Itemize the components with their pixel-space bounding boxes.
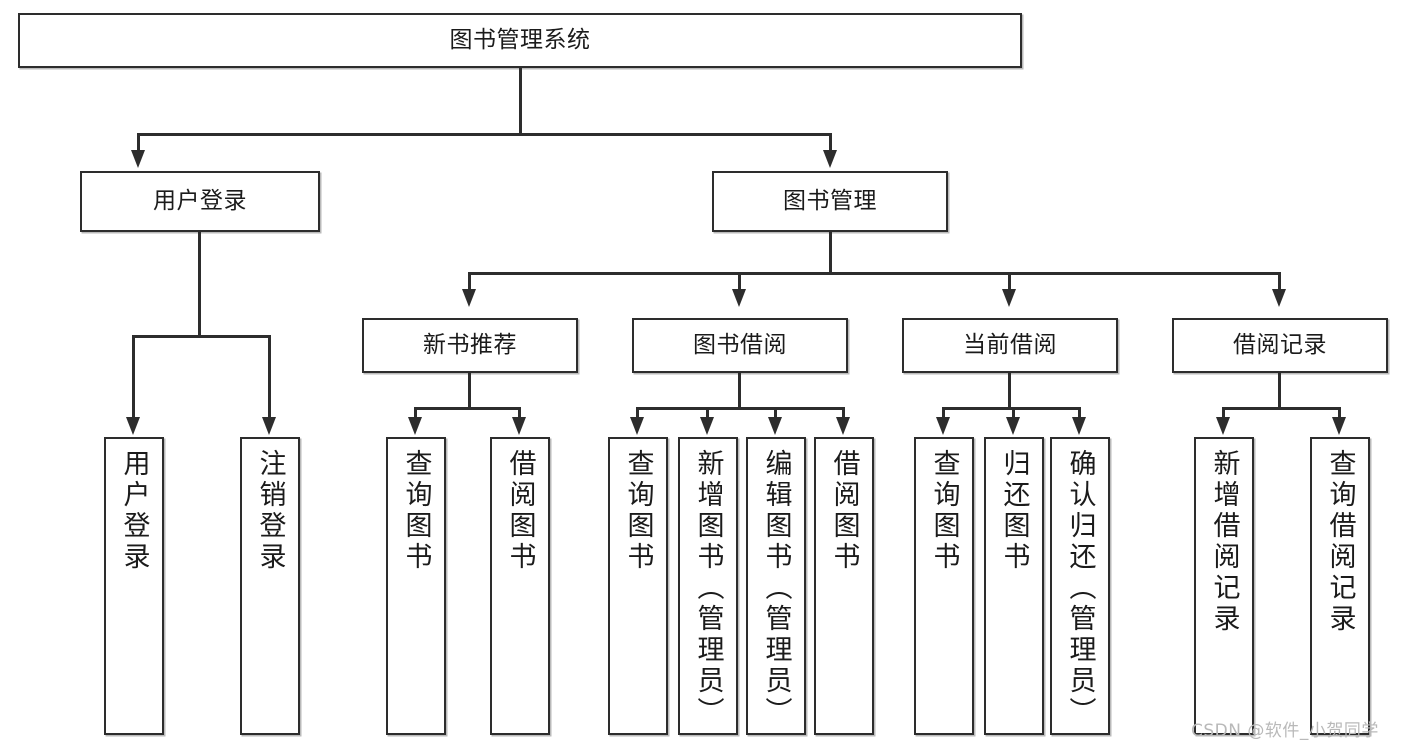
node-leaf-query-book-recommend[interactable]: 查询图书	[386, 437, 446, 735]
node-book-borrow[interactable]: 图书借阅	[632, 318, 848, 373]
node-label: 新书推荐	[423, 331, 517, 358]
connector-book-borrow-leaf-2	[706, 407, 709, 420]
node-leaf-logout[interactable]: 注销登录	[240, 437, 300, 735]
connector-to-user-login	[137, 133, 140, 153]
node-leaf-borrow-book[interactable]: 借阅图书	[814, 437, 874, 735]
connector-book-borrow-leaf-3	[774, 407, 777, 420]
node-label: 查询借阅记录	[1324, 449, 1356, 635]
arrowhead-leaf-logout	[262, 417, 276, 435]
node-leaf-query-book-current[interactable]: 查询图书	[914, 437, 974, 735]
node-current-borrow[interactable]: 当前借阅	[902, 318, 1118, 373]
arrowhead-leaf-query-record	[1332, 417, 1346, 435]
node-label: 用户登录	[118, 449, 150, 573]
connector-user-login-leaf-1	[132, 335, 135, 420]
node-label: 借阅图书	[828, 449, 860, 573]
node-leaf-query-borrow-record[interactable]: 查询借阅记录	[1310, 437, 1370, 735]
arrowhead-leaf-edit-book	[768, 417, 782, 435]
arrowhead-borrow-record	[1272, 289, 1286, 307]
connector-to-borrow-record	[1278, 272, 1281, 292]
arrowhead-leaf-borrow-book-a	[512, 417, 526, 435]
node-label: 借阅记录	[1233, 331, 1327, 358]
connector-borrow-record-leaf-2	[1338, 407, 1341, 420]
node-leaf-confirm-return-admin[interactable]: 确认归还（管理员）	[1050, 437, 1110, 735]
arrowhead-leaf-return-book	[1006, 417, 1020, 435]
node-label: 当前借阅	[963, 331, 1057, 358]
connector-book-borrow-leaf-4	[842, 407, 845, 420]
node-leaf-user-login[interactable]: 用户登录	[104, 437, 164, 735]
node-label: 查询图书	[622, 449, 654, 573]
connector-root-stem	[519, 68, 522, 135]
node-label: 编辑图书（管理员）	[760, 449, 792, 728]
connector-current-borrow-bus	[942, 407, 1078, 410]
node-label: 用户登录	[153, 187, 247, 214]
arrowhead-book-borrow	[732, 289, 746, 307]
node-label: 新增借阅记录	[1208, 449, 1240, 635]
connector-new-book-leaf-2	[518, 407, 521, 420]
node-label: 图书借阅	[693, 331, 787, 358]
connector-user-login-leaf-2	[268, 335, 271, 420]
connector-new-book-stem	[468, 373, 471, 409]
connector-current-borrow-stem	[1008, 373, 1011, 409]
connector-current-borrow-leaf-3	[1078, 407, 1081, 420]
connector-borrow-record-stem	[1278, 373, 1281, 409]
connector-to-book-borrow	[738, 272, 741, 292]
connector-new-book-bus	[414, 407, 520, 410]
arrowhead-new-book-recommend	[462, 289, 476, 307]
node-label: 查询图书	[400, 449, 432, 573]
connector-to-current-borrow	[1008, 272, 1011, 292]
arrowhead-leaf-query-book-c	[936, 417, 950, 435]
node-label: 借阅图书	[504, 449, 536, 573]
connector-book-manage-stem	[829, 232, 832, 274]
csdn-watermark: CSDN @软件_小贺同学	[1191, 721, 1379, 741]
arrowhead-current-borrow	[1002, 289, 1016, 307]
connector-to-book-manage	[829, 133, 832, 153]
node-label: 查询图书	[928, 449, 960, 573]
connector-level3-bus	[468, 272, 1280, 275]
connector-book-borrow-stem	[738, 373, 741, 409]
node-book-management[interactable]: 图书管理	[712, 171, 948, 232]
arrowhead-leaf-add-book	[700, 417, 714, 435]
node-label: 确认归还（管理员）	[1064, 449, 1096, 728]
node-leaf-borrow-book-recommend[interactable]: 借阅图书	[490, 437, 550, 735]
node-label: 图书管理系统	[449, 26, 591, 53]
arrowhead-leaf-user-login	[126, 417, 140, 435]
connector-new-book-leaf-1	[414, 407, 417, 420]
arrowhead-user-login	[131, 150, 145, 168]
connector-borrow-record-leaf-1	[1222, 407, 1225, 420]
node-user-login[interactable]: 用户登录	[80, 171, 320, 232]
arrowhead-leaf-add-record	[1216, 417, 1230, 435]
node-borrow-record[interactable]: 借阅记录	[1172, 318, 1388, 373]
node-leaf-add-borrow-record[interactable]: 新增借阅记录	[1194, 437, 1254, 735]
node-leaf-edit-book-admin[interactable]: 编辑图书（管理员）	[746, 437, 806, 735]
node-label: 注销登录	[254, 449, 286, 573]
arrowhead-leaf-query-book-a	[408, 417, 422, 435]
connector-to-new-book	[468, 272, 471, 292]
connector-borrow-record-bus	[1222, 407, 1340, 410]
arrowhead-leaf-borrow-book-b	[836, 417, 850, 435]
node-label: 归还图书	[998, 449, 1030, 573]
connector-user-login-bus	[132, 335, 270, 338]
arrowhead-leaf-confirm-return	[1072, 417, 1086, 435]
node-label: 新增图书（管理员）	[692, 449, 724, 728]
connector-book-borrow-bus	[636, 407, 844, 410]
node-label: 图书管理	[783, 187, 877, 214]
node-new-book-recommend[interactable]: 新书推荐	[362, 318, 578, 373]
arrowhead-leaf-query-book-b	[630, 417, 644, 435]
connector-current-borrow-leaf-1	[942, 407, 945, 420]
node-leaf-add-book-admin[interactable]: 新增图书（管理员）	[678, 437, 738, 735]
connector-level2-bus	[137, 133, 832, 136]
connector-current-borrow-leaf-2	[1012, 407, 1015, 420]
node-leaf-query-book-borrow[interactable]: 查询图书	[608, 437, 668, 735]
node-root-library-system[interactable]: 图书管理系统	[18, 13, 1022, 68]
node-leaf-return-book[interactable]: 归还图书	[984, 437, 1044, 735]
arrowhead-book-manage	[823, 150, 837, 168]
connector-user-login-stem	[198, 232, 201, 337]
connector-book-borrow-leaf-1	[636, 407, 639, 420]
